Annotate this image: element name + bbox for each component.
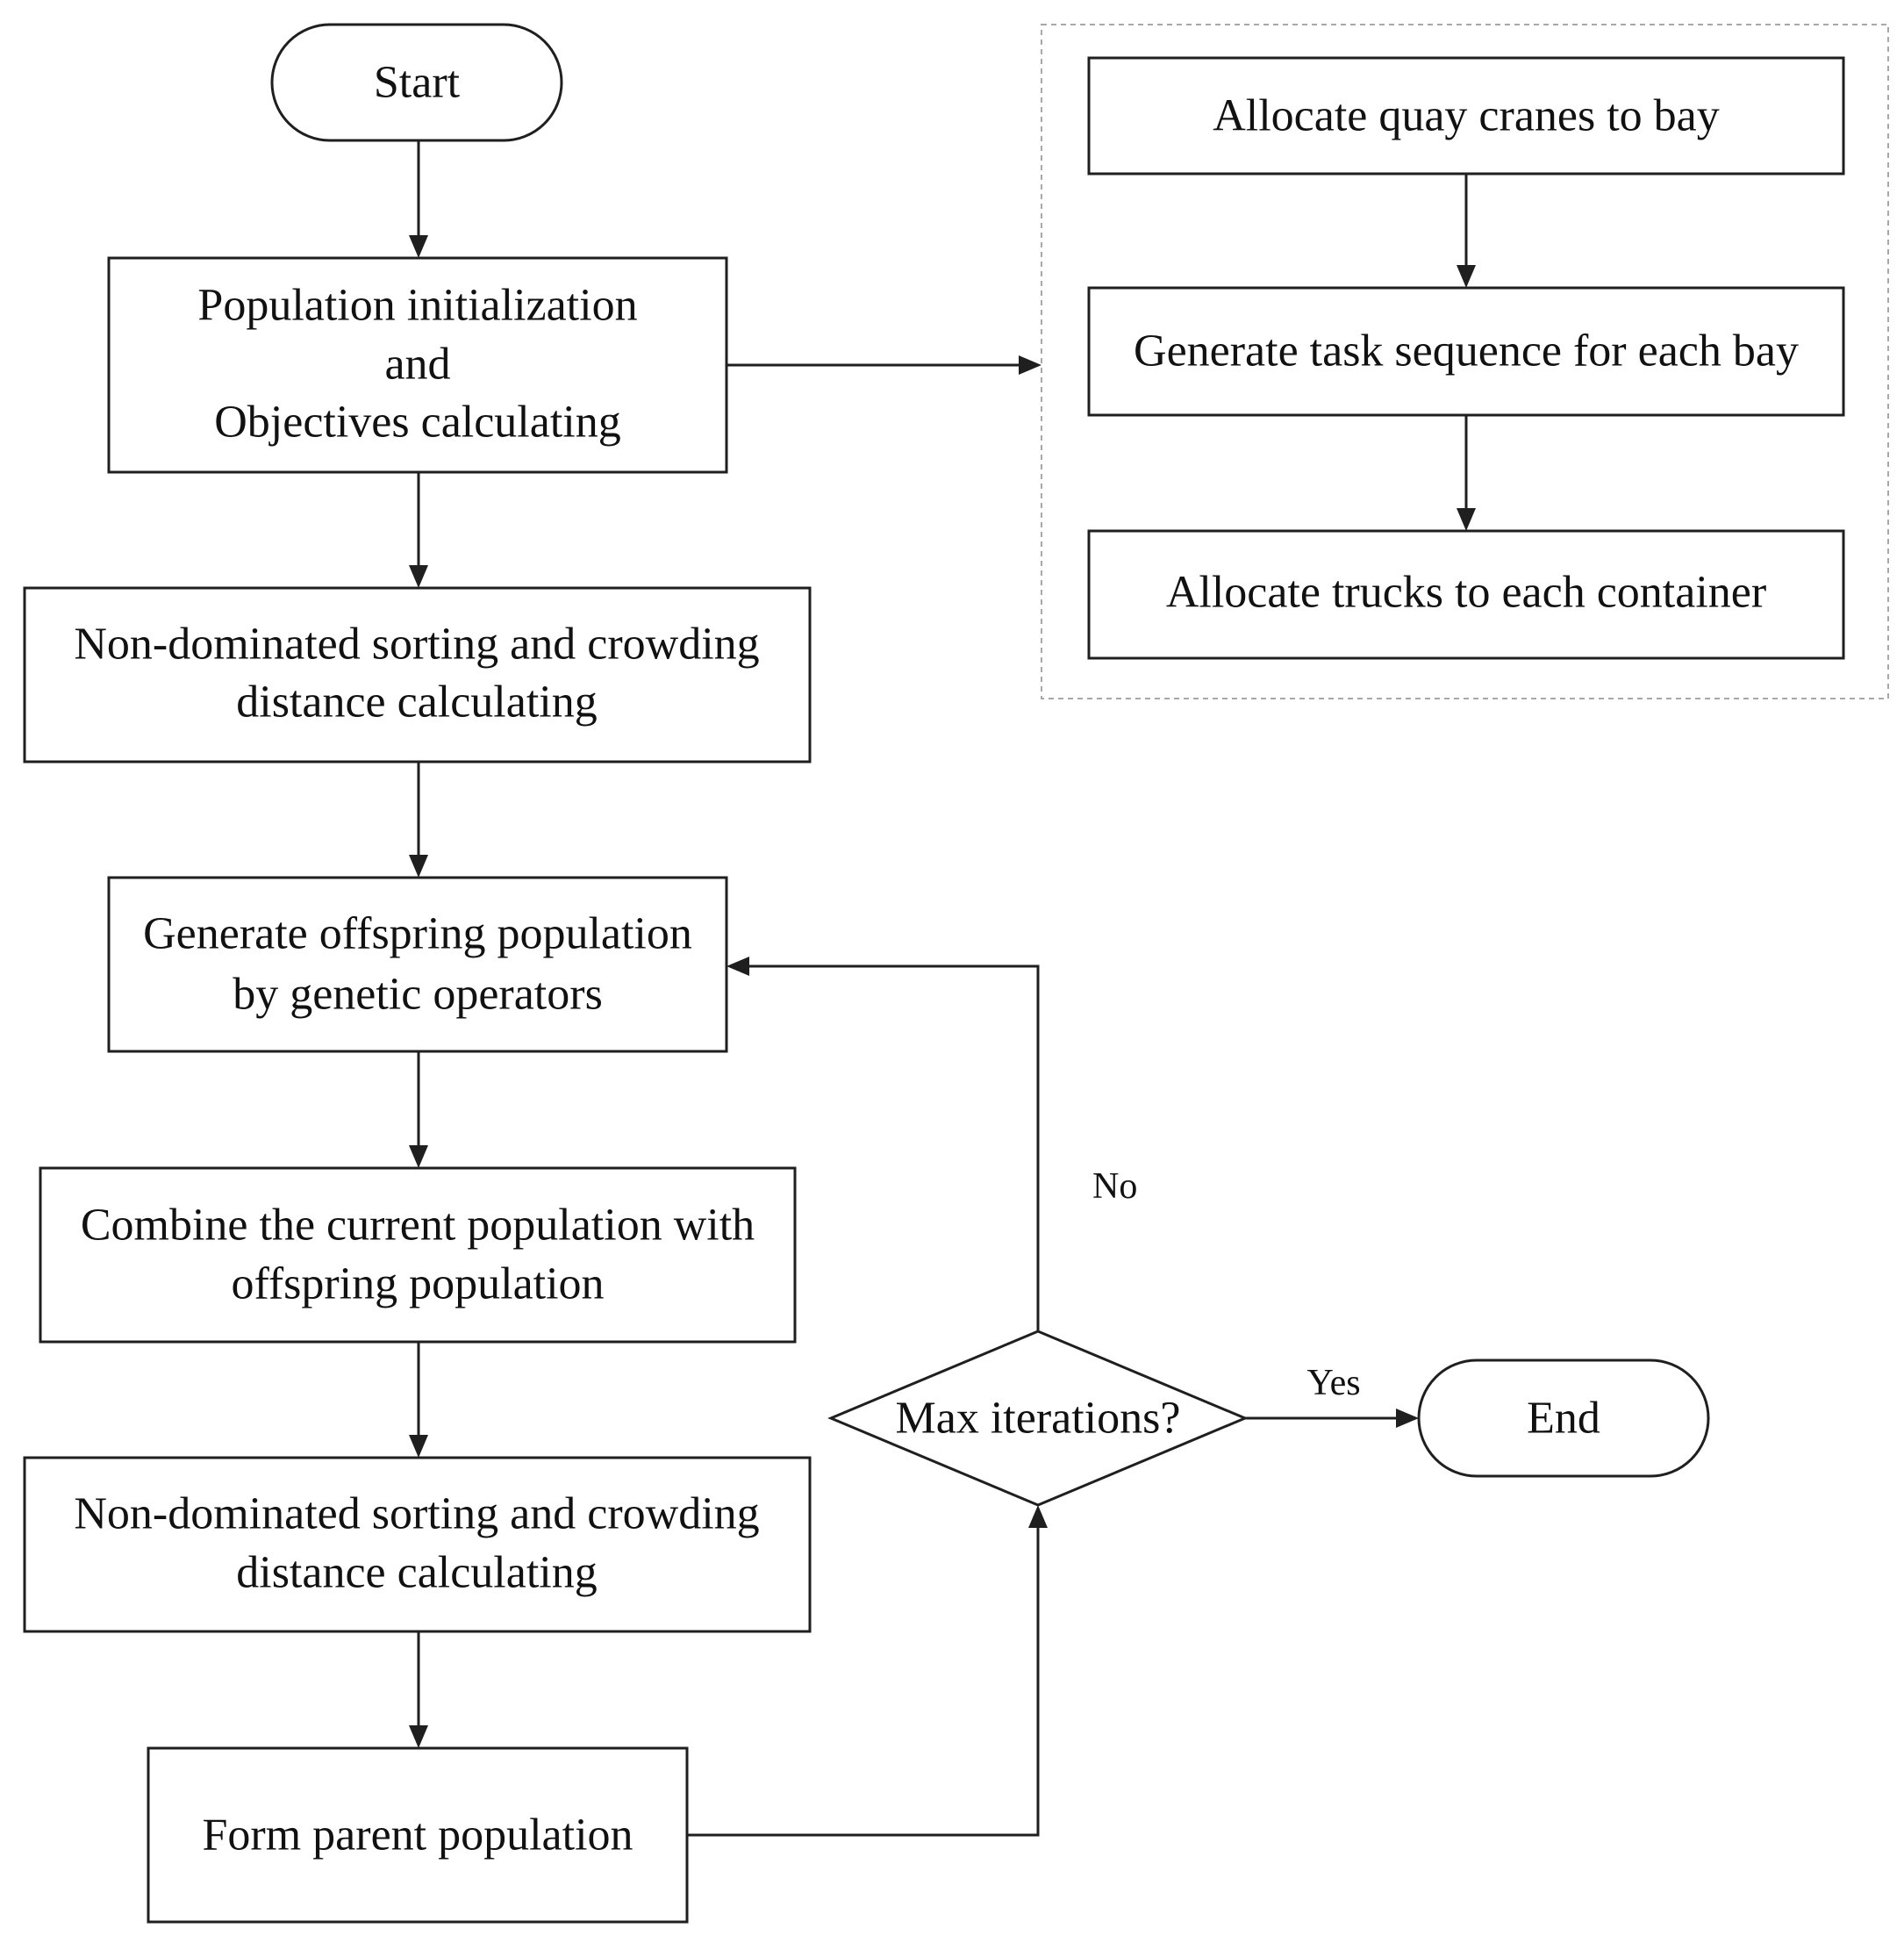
end-node: End	[1417, 1359, 1710, 1478]
init-label-line-1: Population initialization	[197, 281, 637, 331]
parent-node: Form parent population	[147, 1746, 689, 1924]
arrowhead-icon	[1396, 1409, 1419, 1428]
parent-label: Form parent population	[202, 1810, 633, 1860]
arrowhead-icon	[409, 1145, 428, 1168]
combine-label-line-1: Combine the current population with	[81, 1201, 755, 1251]
sorting-node-2: Non-dominated sorting and crowding dista…	[23, 1456, 812, 1633]
arrowhead-icon	[727, 957, 749, 976]
edge-parent-to-decision	[687, 1527, 1040, 1837]
allocate-trucks-label: Allocate trucks to each container	[1166, 568, 1766, 618]
combine-label-line-2: offspring population	[231, 1259, 604, 1309]
sorting-node-1: Non-dominated sorting and crowding dista…	[23, 586, 812, 764]
offspring-label-line-1: Generate offspring population	[143, 909, 692, 959]
edge-label-no: No	[1092, 1166, 1137, 1207]
combine-node: Combine the current population with offs…	[39, 1166, 797, 1344]
arrowhead-icon	[409, 1725, 428, 1748]
allocate-trucks-node: Allocate trucks to each container	[1087, 529, 1845, 660]
task-sequence-label: Generate task sequence for each bay	[1134, 326, 1799, 376]
arrowhead-icon	[409, 1435, 428, 1458]
task-sequence-node: Generate task sequence for each bay	[1087, 286, 1845, 417]
detail-group-box	[1041, 24, 1889, 699]
arrowhead-icon	[1457, 265, 1476, 288]
arrowhead-icon	[409, 855, 428, 878]
decision-label: Max iterations?	[896, 1394, 1181, 1444]
edge-label-yes: Yes	[1306, 1363, 1360, 1403]
decision-node: Max iterations?	[827, 1330, 1249, 1507]
edge-decision-no-to-offspring	[748, 964, 1040, 1331]
offspring-label-line-2: by genetic operators	[233, 970, 603, 1020]
arrowhead-icon	[409, 565, 428, 588]
sorting-1-label-line-1: Non-dominated sorting and crowding	[74, 620, 759, 670]
sorting-1-label-line-2: distance calculating	[236, 677, 597, 728]
init-label-line-3: Objectives calculating	[214, 398, 620, 448]
end-label: End	[1527, 1394, 1600, 1444]
init-label-line-2: and	[384, 340, 450, 390]
init-node: Population initialization and Objectives…	[107, 256, 728, 474]
start-label: Start	[374, 58, 461, 108]
sorting-2-label-line-2: distance calculating	[236, 1548, 597, 1598]
arrowhead-icon	[1028, 1505, 1048, 1528]
offspring-node: Generate offspring population by genetic…	[107, 876, 728, 1053]
arrowhead-icon	[409, 235, 428, 258]
allocate-cranes-label: Allocate quay cranes to bay	[1213, 91, 1720, 141]
allocate-cranes-node: Allocate quay cranes to bay	[1087, 56, 1845, 176]
arrowhead-icon	[1019, 355, 1041, 375]
start-node: Start	[270, 23, 563, 142]
sorting-2-label-line-1: Non-dominated sorting and crowding	[74, 1489, 759, 1539]
arrowhead-icon	[1457, 508, 1476, 531]
